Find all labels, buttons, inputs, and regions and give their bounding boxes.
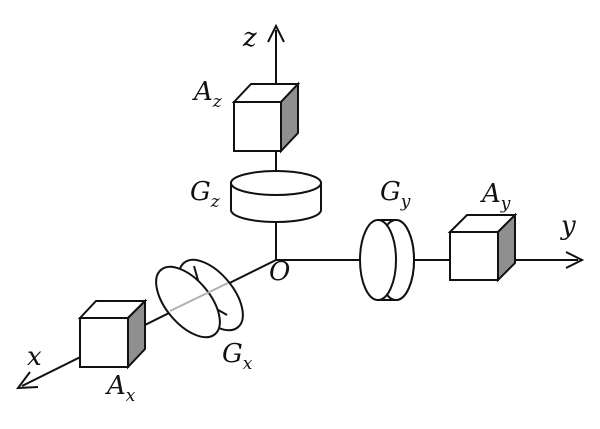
y-axis-arrowhead xyxy=(565,251,585,269)
cube-front xyxy=(79,317,129,368)
z-axis-label: z xyxy=(242,23,257,53)
cube-front xyxy=(233,101,282,152)
x-axis-arrowhead xyxy=(15,371,39,390)
accelerometer-y xyxy=(447,212,518,283)
y-axis-label: y xyxy=(560,211,576,241)
origin-label: O xyxy=(269,257,290,287)
gyroscope-x xyxy=(155,258,244,339)
x-axis-label: x xyxy=(27,342,42,372)
z-axis-arrowhead xyxy=(267,23,285,43)
label-Gy: Gy xyxy=(380,177,411,212)
label-Gx: Gx xyxy=(222,339,253,374)
cube-front xyxy=(449,231,499,281)
gyroscope-z xyxy=(230,170,322,223)
accelerometer-x xyxy=(77,298,148,370)
label-Ax: Ax xyxy=(105,371,136,406)
accelerometer-z xyxy=(231,81,301,154)
y-axis xyxy=(276,251,585,269)
gyroscope-y xyxy=(359,219,415,301)
label-Gz: Gz xyxy=(190,177,221,212)
label-Az: Az xyxy=(192,77,223,112)
x-axis xyxy=(15,259,277,390)
label-Ay: Ay xyxy=(480,179,511,214)
